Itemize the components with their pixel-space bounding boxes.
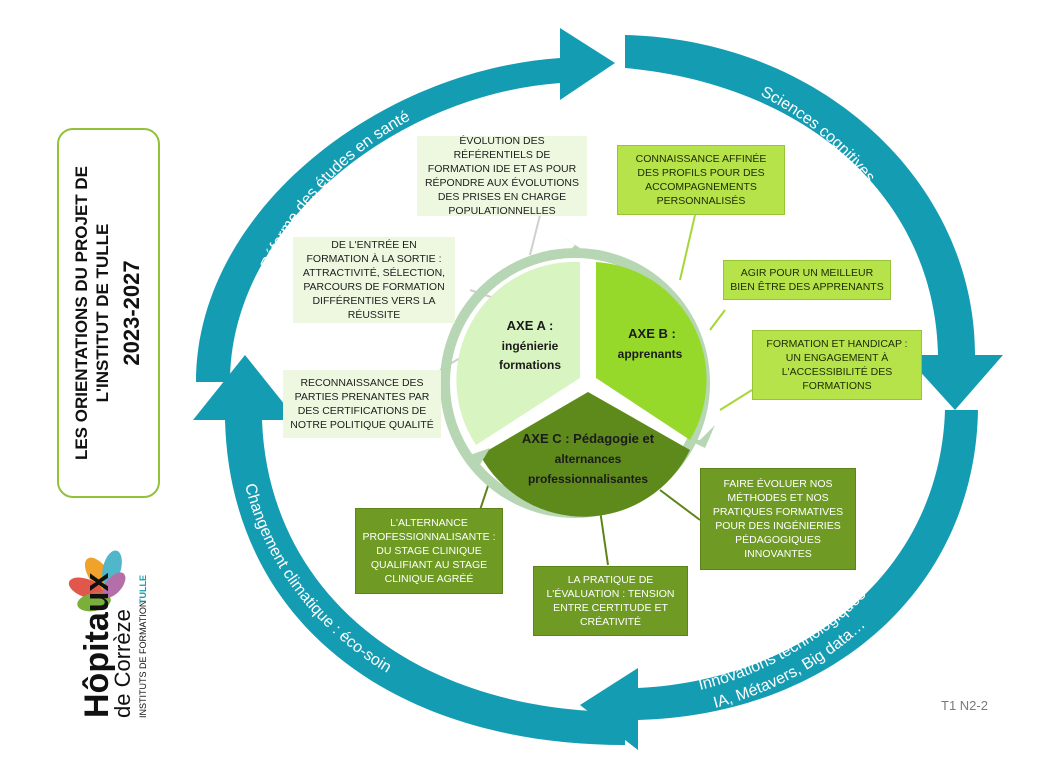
axe-b-label-1: AXE B : — [628, 326, 676, 341]
axe-c-sector — [480, 392, 690, 517]
axe-c-box-1: FAIRE ÉVOLUER NOS MÉTHODES ET NOS PRATIQ… — [700, 468, 856, 570]
ring-arrow-bottom-left — [193, 355, 625, 745]
title-line-2: L'INSTITUT DE TULLE — [92, 223, 112, 403]
inner-arrow-right-icon — [688, 425, 715, 448]
title-text: LES ORIENTATIONS DU PROJET DE L'INSTITUT… — [71, 133, 147, 493]
axe-a-box-3: RECONNAISSANCE DES PARTIES PRENANTES PAR… — [283, 370, 441, 438]
title-years: 2023-2027 — [118, 260, 144, 366]
inner-arrow-top-icon — [560, 235, 580, 260]
inner-arrow-left-icon — [470, 448, 490, 468]
ring-arrow-top-left — [196, 28, 615, 382]
axe-c-label-1: AXE C : Pédagogie et — [522, 431, 655, 446]
axe-a-sector — [456, 261, 580, 445]
logo-hopitaux-correze: Hôpitaux de Corrèze INSTITUTS DE FORMATI… — [64, 540, 164, 720]
logo-name: Hôpitaux — [78, 572, 116, 718]
outer-ring — [193, 28, 1003, 750]
axe-c-box-2: LA PRATIQUE DE L'ÉVALUATION : TENSION EN… — [533, 566, 688, 636]
axe-b-box-1: CONNAISSANCE AFFINÉE DES PROFILS POUR DE… — [617, 145, 785, 215]
logo-institut: INSTITUTS DE FORMATION — [138, 601, 148, 718]
axe-b-box-3: FORMATION ET HANDICAP : UN ENGAGEMENT À … — [752, 330, 922, 400]
axe-a-box-2: DE L'ENTRÉE EN FORMATION À LA SORTIE : A… — [293, 237, 455, 323]
axe-c-box-3: L'ALTERNANCE PROFESSIONNALISANTE : DU ST… — [355, 508, 503, 594]
reference-code: T1 N2-2 — [941, 698, 988, 713]
logo-sub: de Corrèze — [110, 609, 135, 718]
ring-arrow-top-right — [625, 35, 1003, 410]
axe-a-box-1: ÉVOLUTION DES RÉFÉRENTIELS DE FORMATION … — [417, 135, 587, 217]
axe-c-label-3: professionnalisantes — [528, 472, 648, 486]
axe-a-label-1: AXE A : — [507, 318, 554, 333]
logo-tulle: TULLE — [138, 575, 148, 604]
axe-a-label-3: formations — [499, 358, 561, 372]
axe-b-sector — [596, 262, 707, 440]
title-line-1: LES ORIENTATIONS DU PROJET DE — [71, 165, 91, 461]
logo-leaves-icon: Hôpitaux de Corrèze INSTITUTS DE FORMATI… — [68, 550, 148, 718]
axe-b-label-2: apprenants — [618, 347, 683, 361]
title-box: LES ORIENTATIONS DU PROJET DE L'INSTITUT… — [57, 128, 160, 498]
axe-b-box-2: AGIR POUR UN MEILLEUR BIEN ÊTRE DES APPR… — [723, 260, 891, 300]
axe-c-label-2: alternances — [555, 452, 622, 466]
axe-a-label-2: ingénierie — [502, 339, 559, 353]
